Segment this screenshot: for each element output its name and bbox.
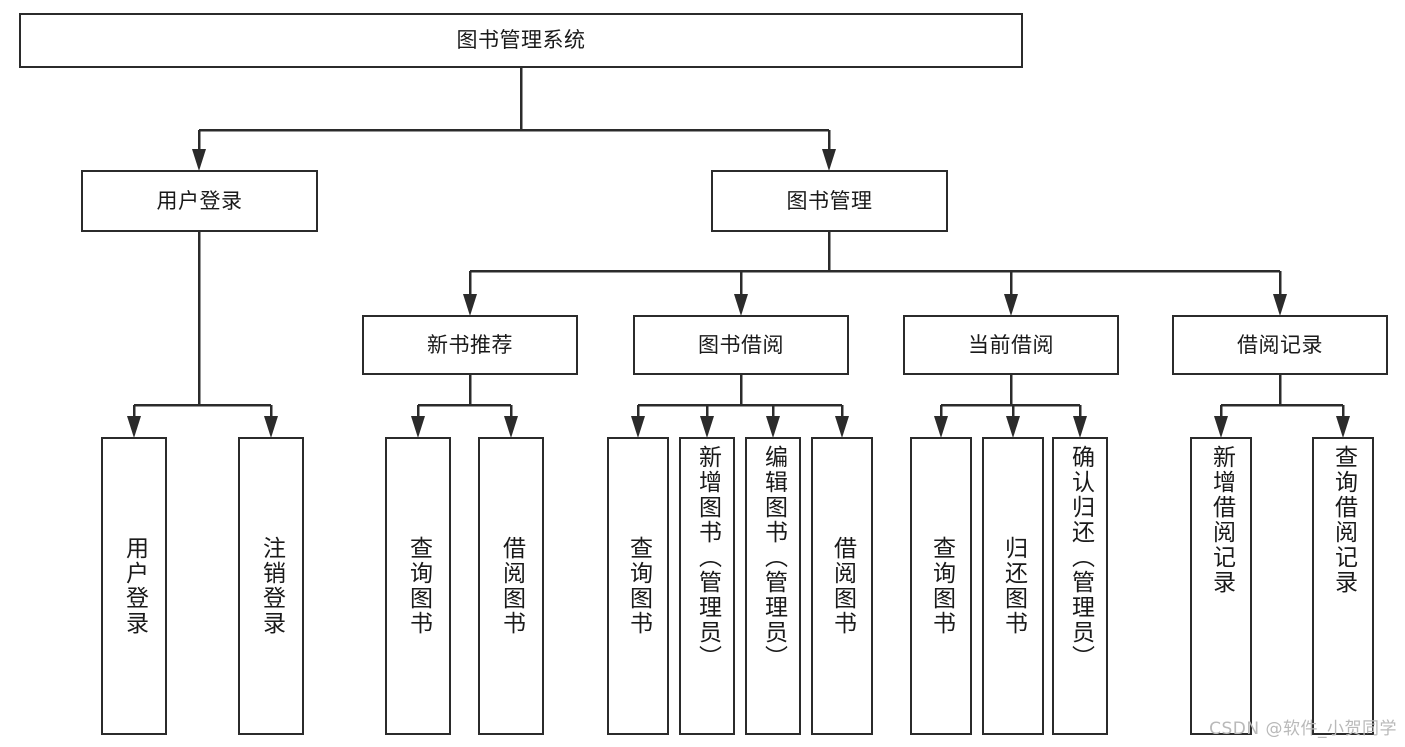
node-label: 新增图书（管理员） (694, 445, 721, 670)
connector-arrowhead (1006, 416, 1020, 438)
node-leaf-edit-book[interactable]: 编辑图书（管理员） (745, 437, 801, 735)
node-leaf-return-book[interactable]: 归还图书 (982, 437, 1044, 735)
node-label: 注销登录 (258, 536, 285, 636)
node-leaf-user-logout[interactable]: 注销登录 (238, 437, 304, 735)
node-leaf-query-book-3[interactable]: 查询图书 (910, 437, 972, 735)
connector-arrowhead (411, 416, 425, 438)
connector-arrowhead (1214, 416, 1228, 438)
node-label: 新书推荐 (427, 332, 513, 357)
node-leaf-query-book-2[interactable]: 查询图书 (607, 437, 669, 735)
node-root[interactable]: 图书管理系统 (19, 13, 1023, 68)
node-leaf-confirm-ret[interactable]: 确认归还（管理员） (1052, 437, 1108, 735)
node-leaf-query-record[interactable]: 查询借阅记录 (1312, 437, 1374, 735)
node-label: 借阅记录 (1237, 332, 1323, 357)
node-current-borrow[interactable]: 当前借阅 (903, 315, 1119, 375)
node-label: 编辑图书（管理员） (760, 445, 787, 670)
node-label: 借阅图书 (829, 536, 856, 636)
connector-arrowhead (822, 149, 836, 171)
node-user-login[interactable]: 用户登录 (81, 170, 318, 232)
node-label: 图书管理系统 (456, 28, 586, 53)
node-leaf-user-login[interactable]: 用户登录 (101, 437, 167, 735)
connector-arrowhead (504, 416, 518, 438)
node-leaf-query-book-1[interactable]: 查询图书 (385, 437, 451, 735)
node-label: 当前借阅 (968, 332, 1054, 357)
connector-arrowhead (1336, 416, 1350, 438)
node-borrow-record[interactable]: 借阅记录 (1172, 315, 1388, 375)
node-book-borrow[interactable]: 图书借阅 (633, 315, 849, 375)
connector-arrowhead (934, 416, 948, 438)
node-label: 图书管理 (786, 188, 873, 213)
connector-arrowhead (1004, 294, 1018, 316)
node-new-book-rec[interactable]: 新书推荐 (362, 315, 578, 375)
node-label: 查询图书 (405, 536, 432, 636)
node-leaf-add-record[interactable]: 新增借阅记录 (1190, 437, 1252, 735)
connector-arrowhead (192, 149, 206, 171)
node-label: 查询图书 (625, 536, 652, 636)
connector-arrowhead (835, 416, 849, 438)
node-label: 确认归还（管理员） (1067, 445, 1094, 670)
node-label: 归还图书 (1000, 536, 1027, 636)
node-leaf-borrow-book-2[interactable]: 借阅图书 (811, 437, 873, 735)
connector-arrowhead (1273, 294, 1287, 316)
connector-arrowhead (700, 416, 714, 438)
connector-arrowhead (463, 294, 477, 316)
connector-arrowhead (734, 294, 748, 316)
node-label: 用户登录 (156, 188, 243, 213)
node-leaf-borrow-book-1[interactable]: 借阅图书 (478, 437, 544, 735)
node-label: 查询借阅记录 (1330, 445, 1357, 595)
connector-arrowhead (1073, 416, 1087, 438)
node-label: 图书借阅 (698, 332, 784, 357)
connector-arrowhead (127, 416, 141, 438)
node-label: 新增借阅记录 (1208, 445, 1235, 595)
connector-arrowhead (766, 416, 780, 438)
node-label: 查询图书 (928, 536, 955, 636)
node-label: 借阅图书 (498, 536, 525, 636)
connector-arrowhead (631, 416, 645, 438)
node-leaf-add-book[interactable]: 新增图书（管理员） (679, 437, 735, 735)
node-book-manage[interactable]: 图书管理 (711, 170, 948, 232)
connector-arrowhead (264, 416, 278, 438)
node-label: 用户登录 (121, 536, 148, 636)
